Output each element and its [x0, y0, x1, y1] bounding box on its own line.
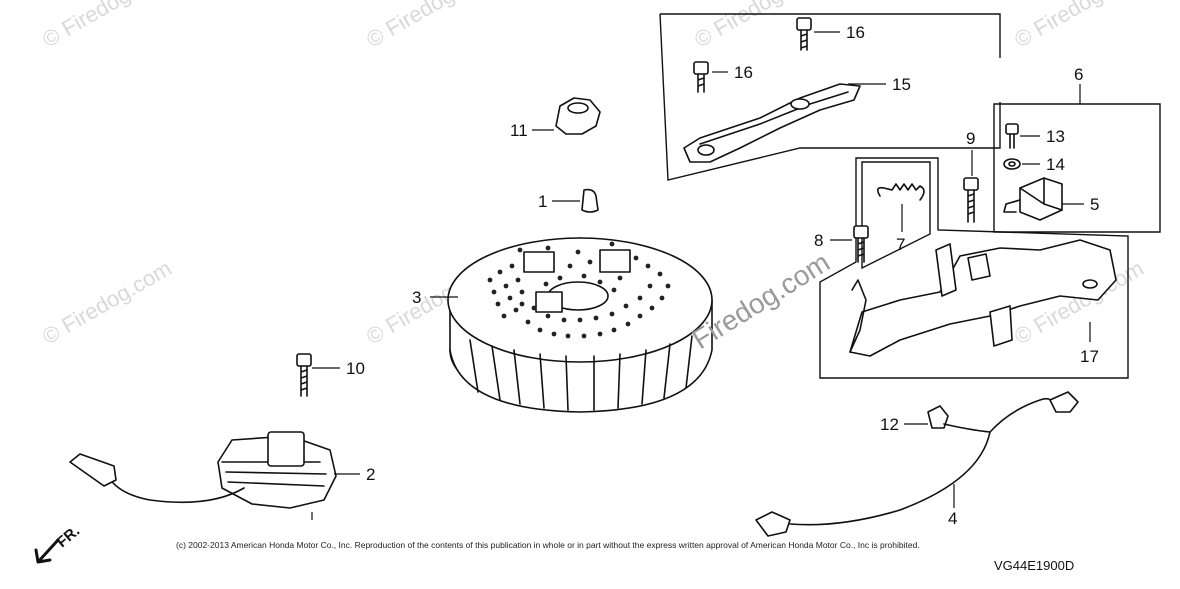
bolt-9: 9 — [963, 129, 979, 223]
bolt-9-icon — [963, 177, 979, 191]
key-1: 1 — [538, 188, 599, 213]
callout-16: 16 — [734, 63, 753, 82]
flange-nut-11: 11 — [510, 97, 601, 140]
callout-4: 4 — [948, 509, 957, 528]
screw-13-icon — [1005, 123, 1019, 149]
copyright-notice: (c) 2002-2013 American Honda Motor Co., … — [176, 540, 920, 550]
brake-plate-hole — [790, 98, 810, 110]
callout-7: 7 — [896, 235, 905, 254]
stop-switch-5-icon — [1003, 177, 1063, 221]
flange-nut-icon — [555, 97, 601, 135]
watermark: © Firedog.com — [38, 255, 176, 349]
callout-8: 8 — [814, 231, 823, 250]
stop-switch-group: 6 13 14 5 — [993, 65, 1161, 233]
bolt-16-icon — [796, 17, 812, 51]
callout-16: 16 — [846, 23, 865, 42]
group-outline-6 — [993, 103, 1161, 233]
callout-10: 10 — [346, 359, 365, 378]
watermark: © Firedog — [1010, 0, 1106, 52]
spring-7-icon — [876, 183, 925, 201]
watermark: © Firedog — [362, 279, 458, 349]
callout-15: 15 — [892, 75, 911, 94]
spark-plug-cap — [69, 453, 117, 487]
stop-lever-body — [849, 239, 1117, 357]
brake-plate-group: 16 16 15 — [659, 13, 1001, 181]
callout-1: 1 — [538, 192, 547, 211]
ignition-lead — [107, 475, 245, 504]
flywheel-3: 3 — [412, 237, 713, 413]
callout-5: 5 — [1090, 195, 1099, 214]
callout-17: 17 — [1080, 347, 1099, 366]
callout-6: 6 — [1074, 65, 1083, 84]
brake-plate-edge — [699, 91, 849, 145]
ground-wire-end-terminal — [755, 511, 791, 537]
watermark: © Firedog — [690, 0, 786, 52]
flywheel-holes — [487, 241, 671, 339]
brake-plate — [683, 83, 861, 163]
bolt-16-icon — [693, 61, 709, 93]
key-icon — [581, 188, 599, 213]
callout-14: 14 — [1046, 155, 1065, 174]
callout-12: 12 — [880, 415, 899, 434]
ignition-coil-2: 2 — [69, 431, 375, 520]
callout-9: 9 — [966, 129, 975, 148]
callout-2: 2 — [366, 465, 375, 484]
front-arrow-icon — [34, 538, 60, 564]
stop-lever-group: 7 8 17 — [814, 157, 1129, 379]
watermark: © Firedog — [38, 0, 134, 52]
watermark: © Firedog — [362, 0, 458, 52]
ignition-coil-body — [217, 435, 337, 509]
bolt-10: 10 — [296, 353, 365, 397]
front-label: FR. — [54, 523, 83, 552]
group-outline-15 — [659, 13, 1001, 181]
ground-wire-group: 12 4 — [755, 391, 1079, 537]
group-outline-17 — [819, 157, 1129, 379]
stop-lever-wire — [849, 279, 867, 353]
stop-lever-tab — [935, 243, 957, 297]
callout-3: 3 — [412, 288, 421, 307]
ground-wire — [943, 397, 1055, 433]
ground-wire-lower — [789, 431, 991, 526]
wire-clip-12-icon — [927, 405, 949, 429]
bolt-10-icon — [296, 353, 312, 367]
ground-wire-terminal — [1049, 391, 1079, 413]
bolt-8-icon — [853, 225, 869, 239]
front-direction-indicator: FR. — [34, 523, 83, 564]
callout-11: 11 — [510, 121, 528, 140]
brake-plate-hole — [697, 144, 715, 156]
callout-13: 13 — [1046, 127, 1065, 146]
diagram-code: VG44E1900D — [994, 558, 1074, 573]
